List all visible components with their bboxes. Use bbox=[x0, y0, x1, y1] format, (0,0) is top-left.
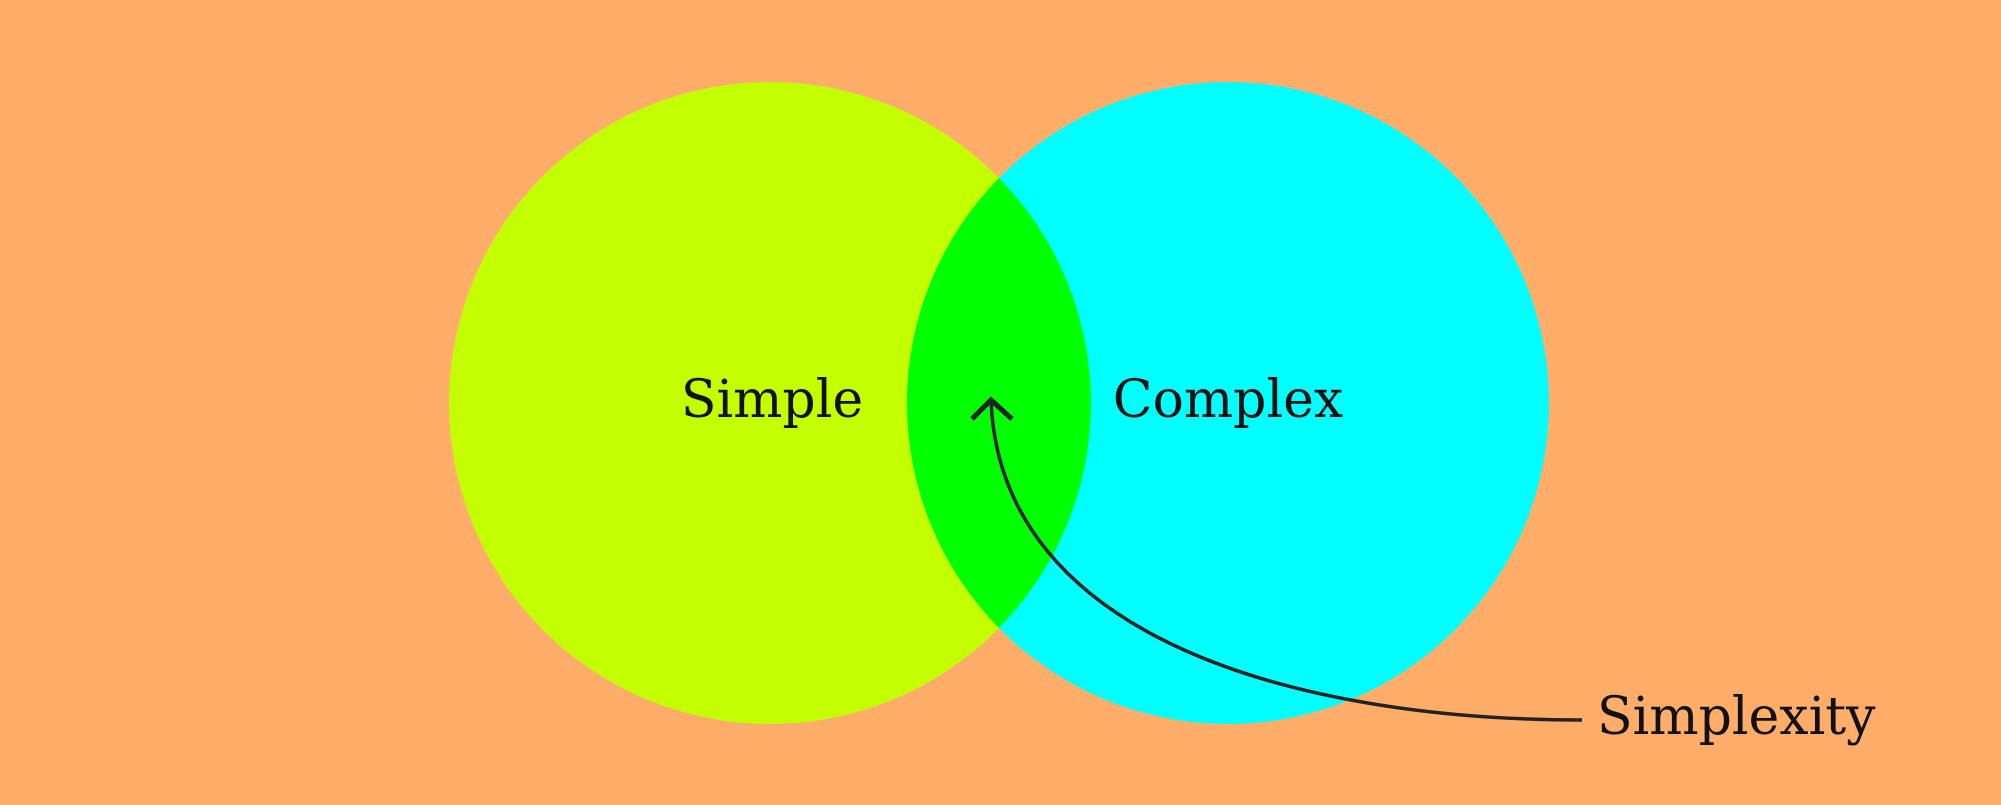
set-b-label: Complex bbox=[1113, 370, 1343, 430]
set-a-label: Simple bbox=[681, 370, 863, 430]
set-a-circle bbox=[449, 82, 1091, 724]
annotation-label: Simplexity bbox=[1597, 687, 1876, 747]
annotation-arrow-line bbox=[989, 399, 1583, 722]
set-b-circle bbox=[907, 82, 1549, 724]
annotation-arrow-head bbox=[970, 396, 1014, 421]
